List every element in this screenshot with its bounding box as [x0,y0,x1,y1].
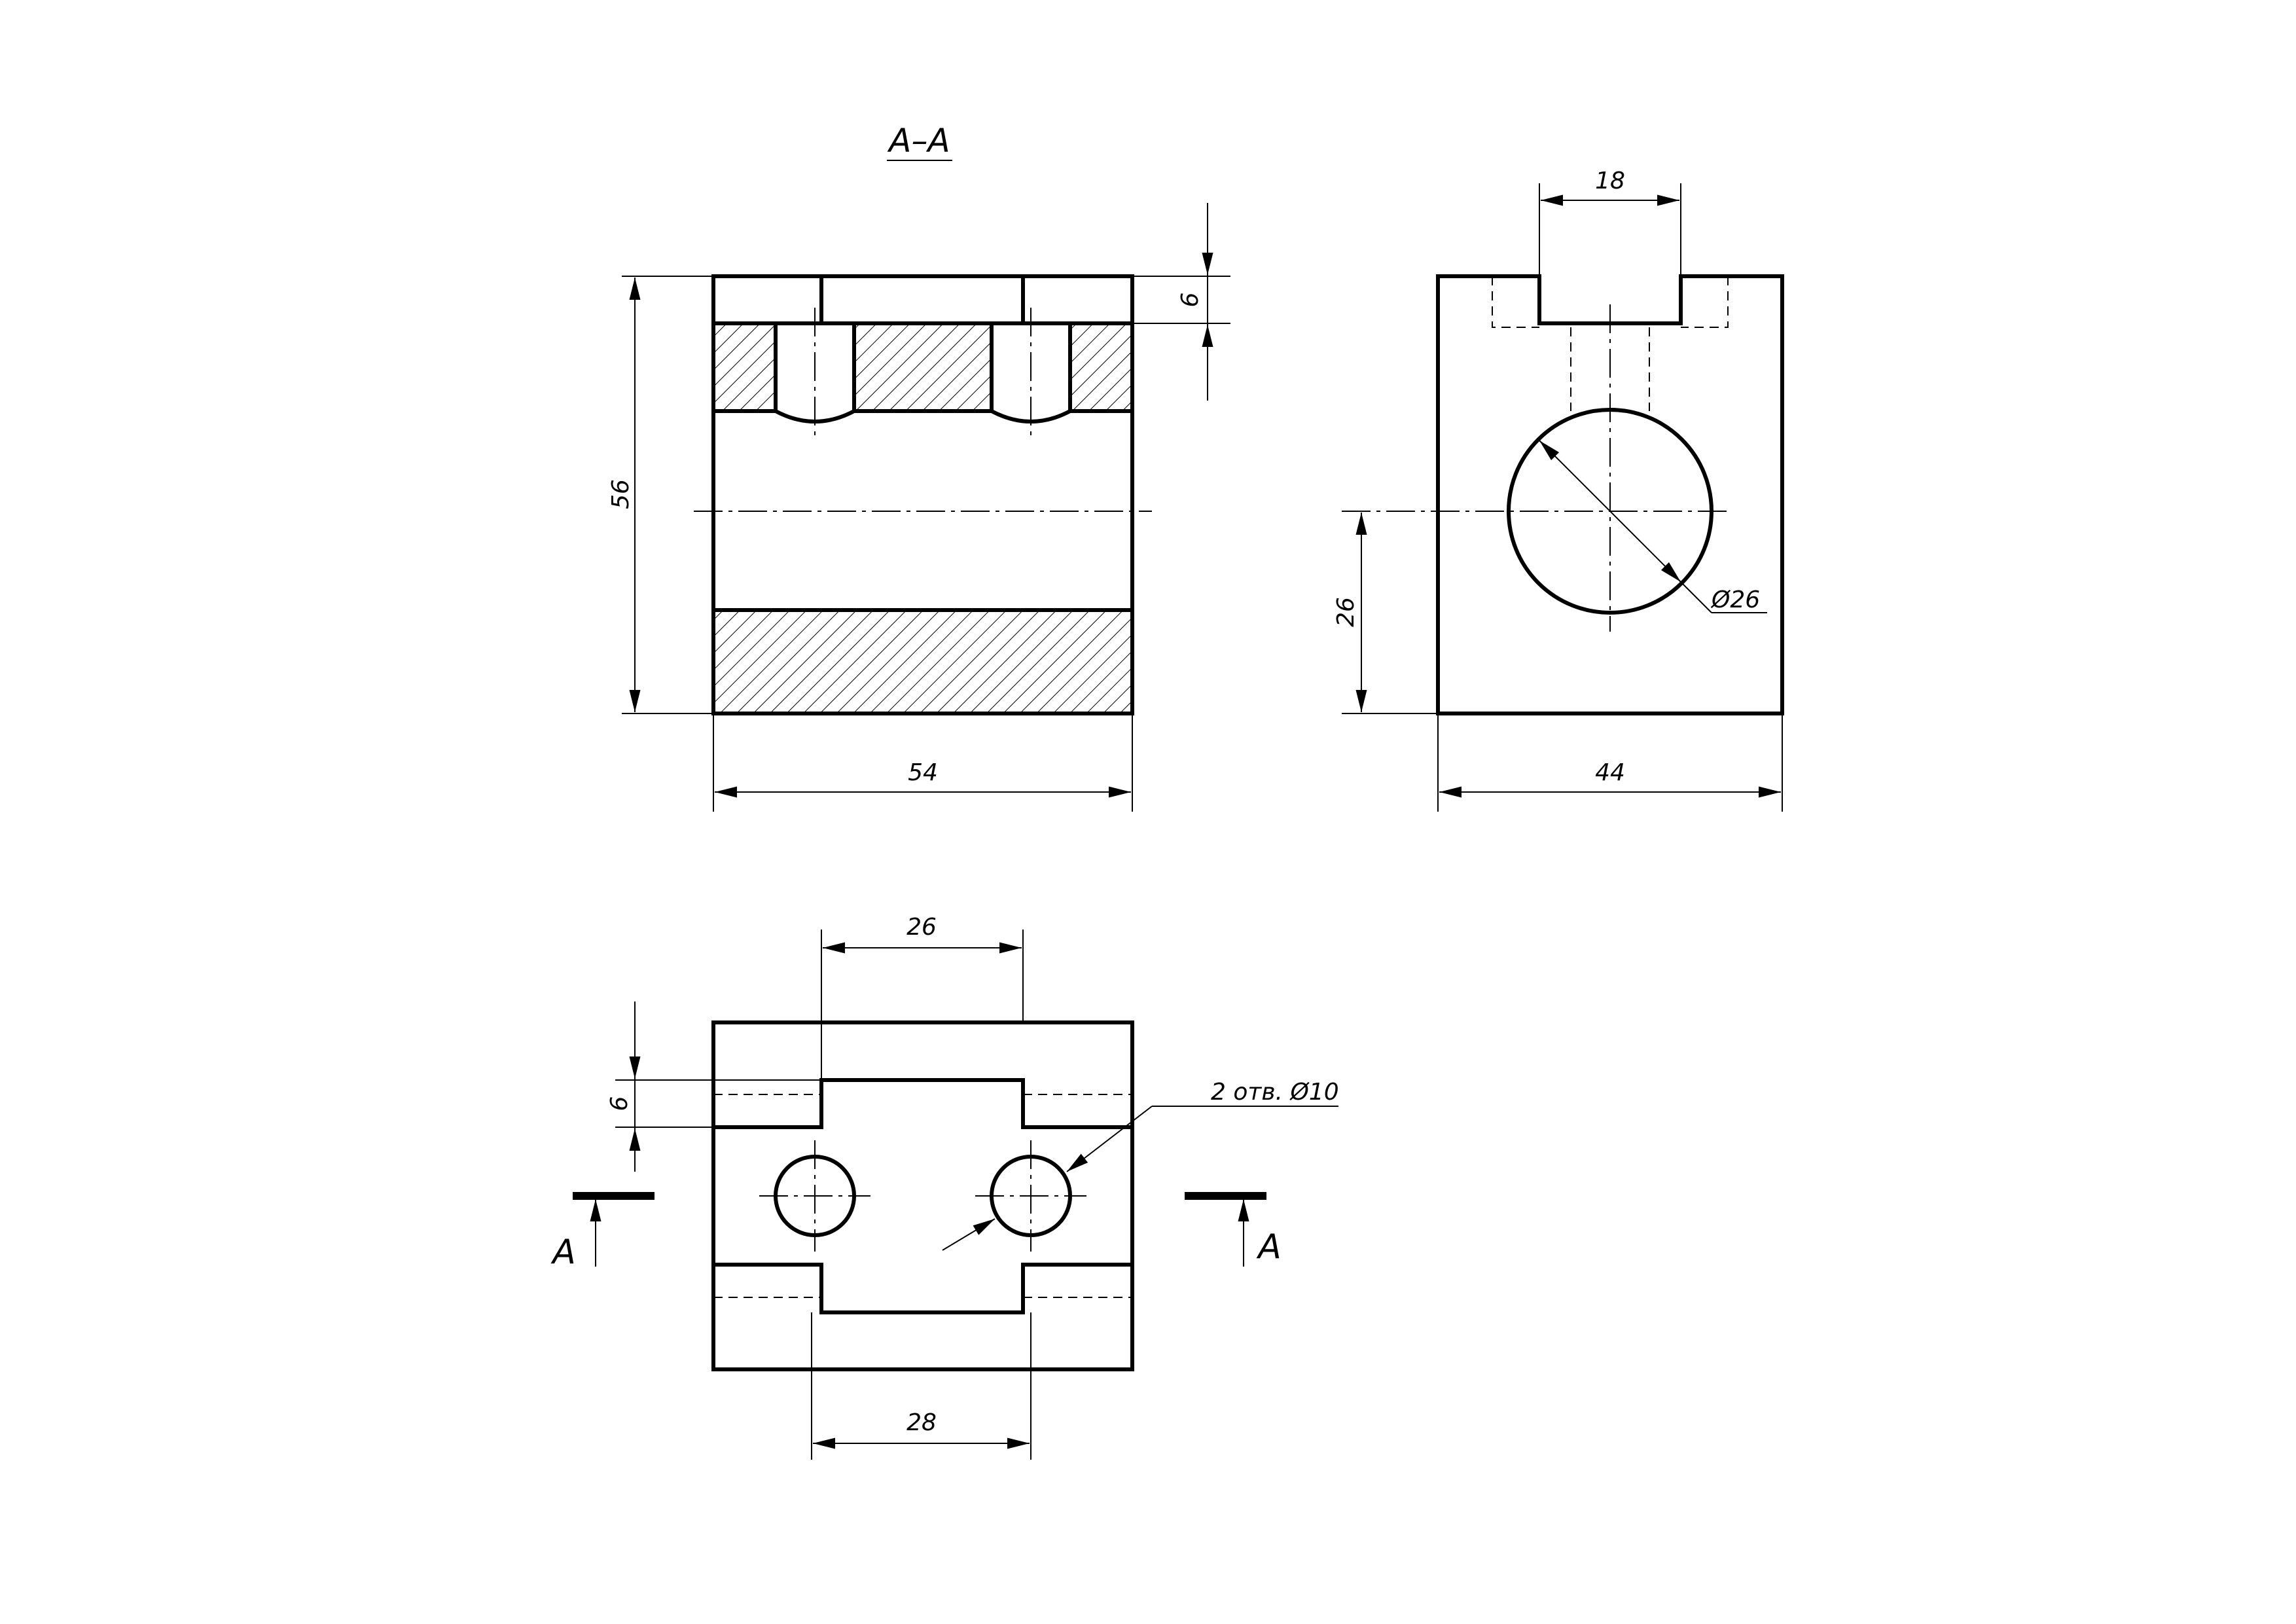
section-outline [711,274,1134,715]
top-slot-lower [713,1263,1132,1314]
side-view: Ø26 18 26 44 [1333,168,1784,812]
dim-56: 56 [607,479,634,509]
section-marker-right: A [1185,1192,1282,1267]
dim-18: 18 [1595,168,1625,194]
dim-bore-diameter: Ø26 [1710,586,1760,613]
section-marker-left: A [550,1192,655,1272]
dim-54: 54 [908,759,938,786]
section-letter-right: A [1256,1227,1282,1267]
dim-6-front: 6 [1177,293,1204,308]
dim-26-axis: 26 [1333,597,1359,627]
section-view: A–A 56 [607,122,1230,812]
top-view: 2 отв. Ø10 26 28 6 A A [550,914,1339,1460]
side-outline [1436,274,1784,715]
section-letter-left: A [550,1233,576,1272]
top-slot-upper [713,1078,1132,1129]
section-hatch [713,323,1132,713]
top-outline [711,1020,1134,1371]
section-title: A–A [887,122,950,160]
dim-6-top: 6 [606,1096,633,1111]
hole-note: 2 отв. Ø10 [1211,1079,1339,1106]
dim-44: 44 [1595,759,1625,786]
dim-28-slot: 28 [906,1409,937,1436]
dim-26-slot: 26 [906,914,937,941]
